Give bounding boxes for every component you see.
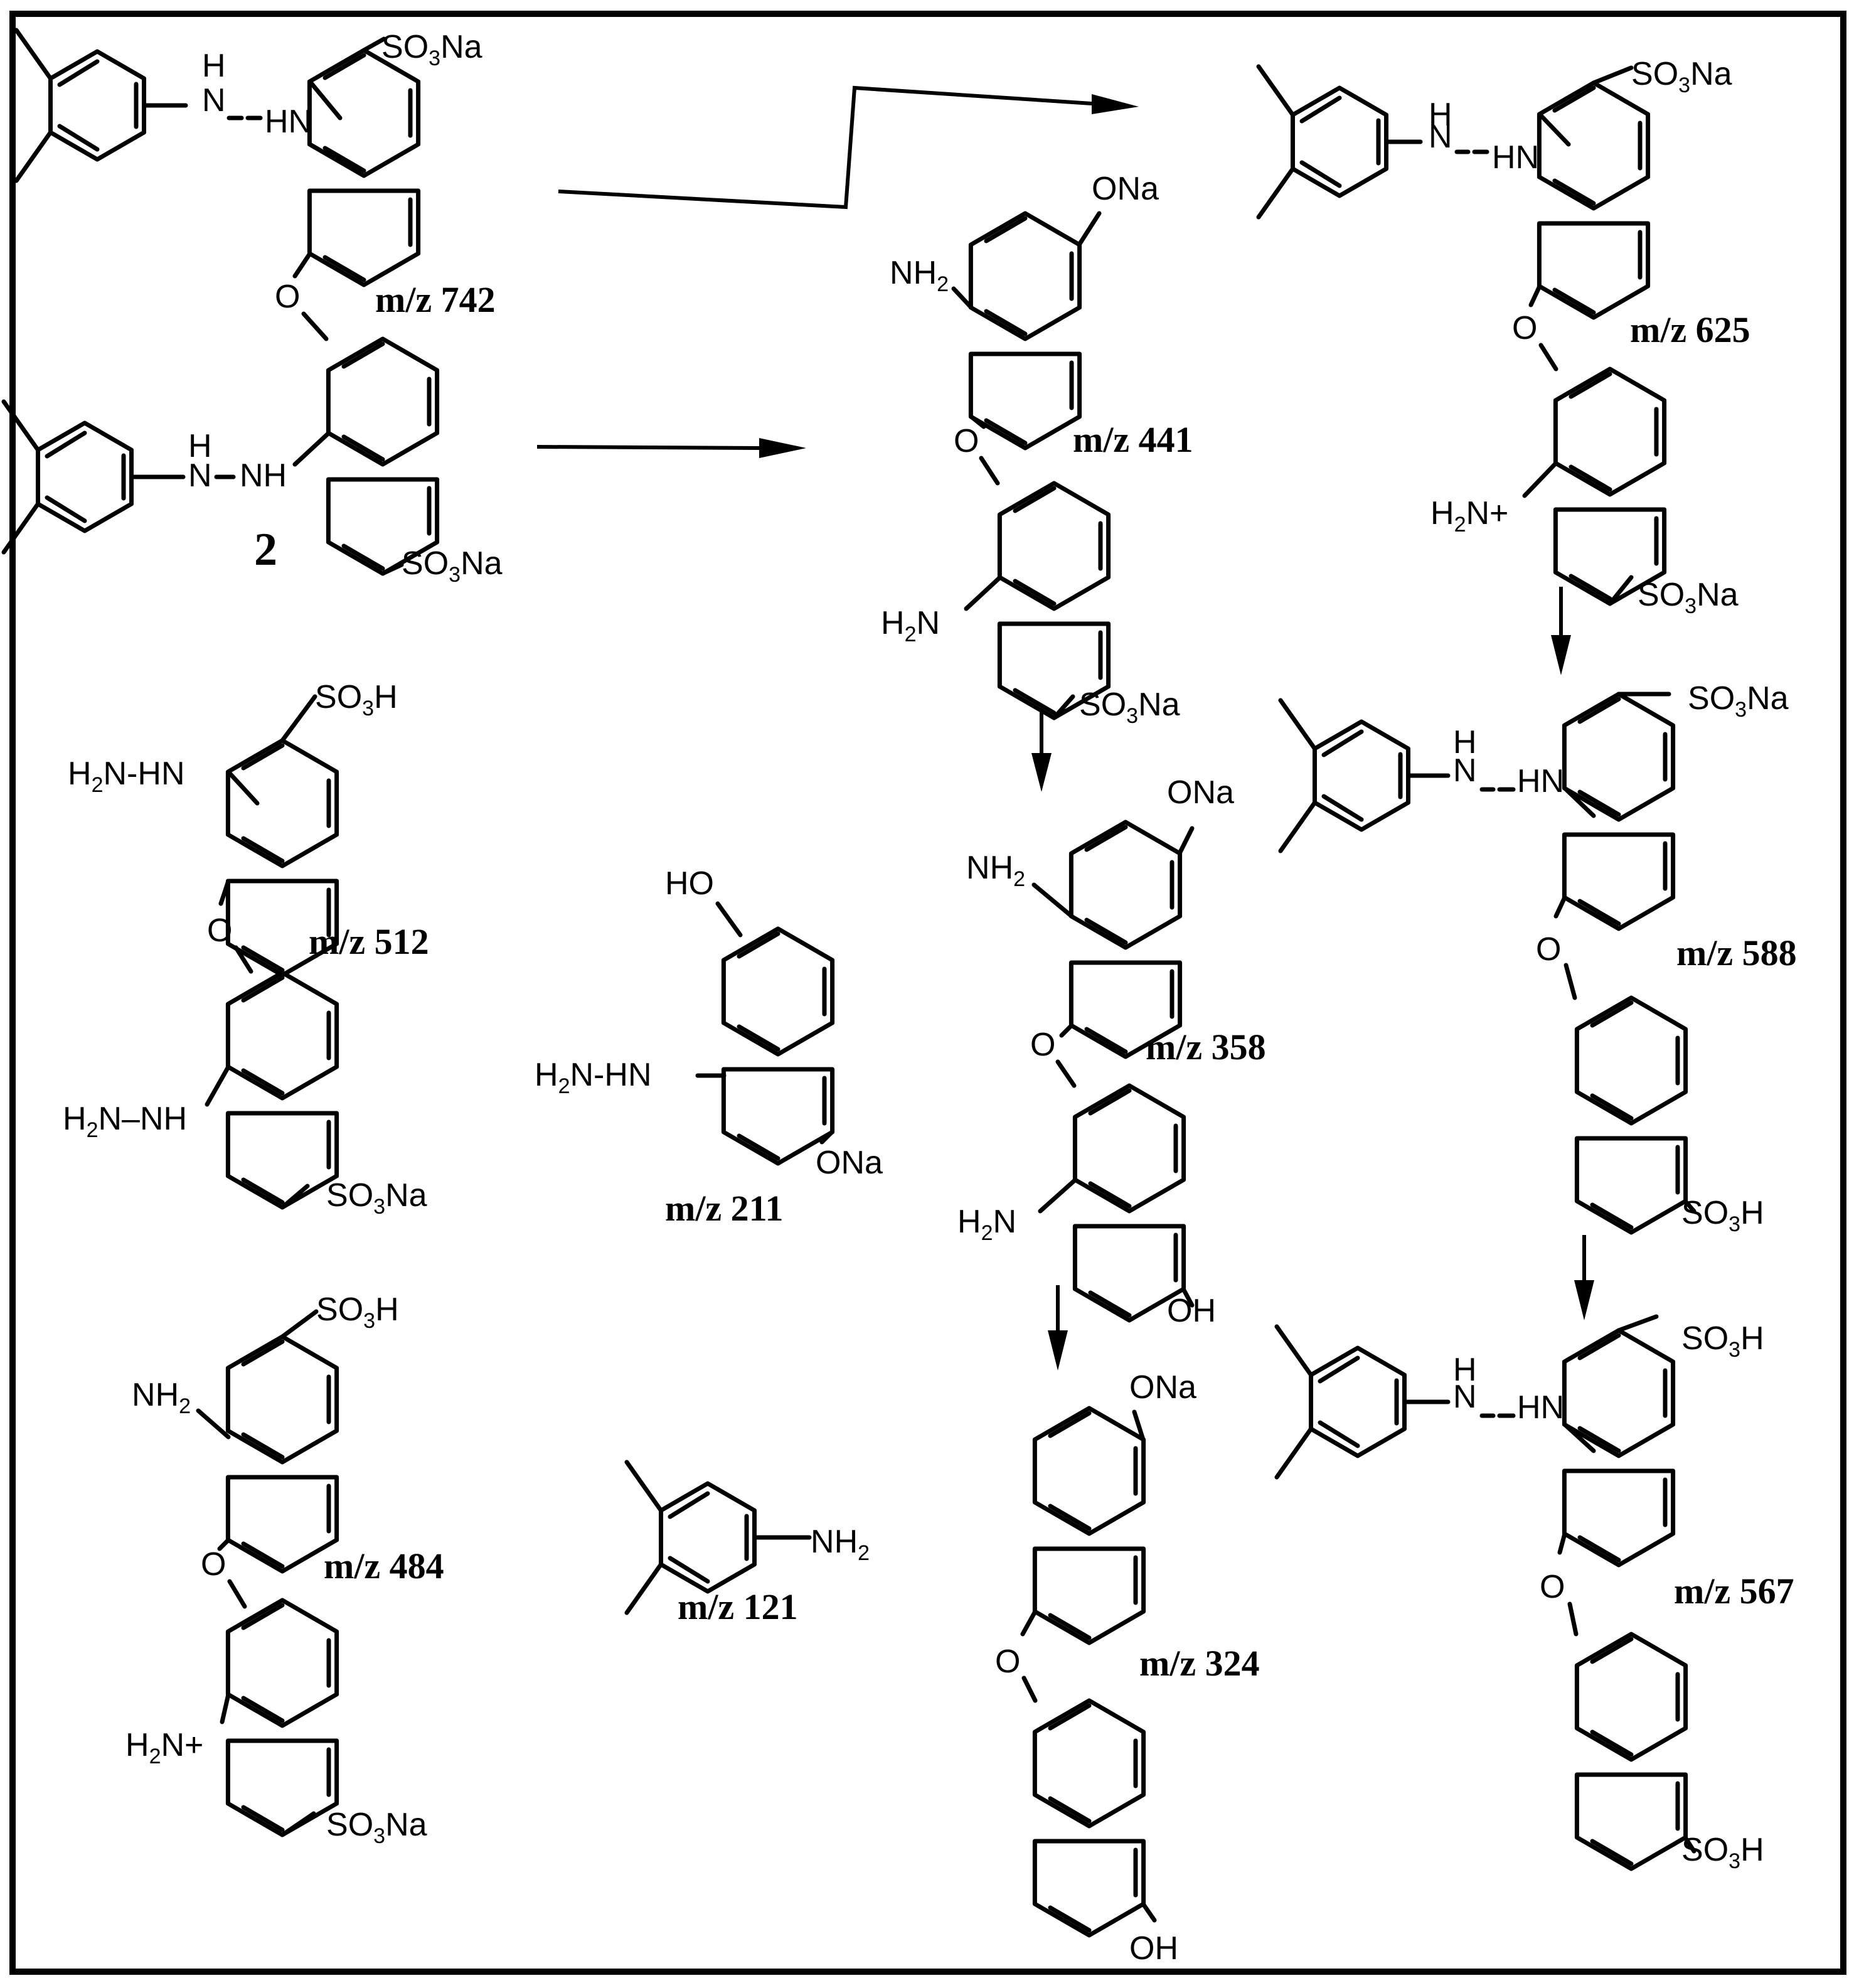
group-h2n-plus: H2N+ xyxy=(1430,495,1508,537)
group-so3na: SO3Na xyxy=(1631,56,1732,97)
ether-oxygen: O xyxy=(275,279,300,315)
group-nh2: NH2 xyxy=(132,1377,191,1418)
outer-frame xyxy=(9,11,1846,1975)
arrow-742-to-625 xyxy=(558,85,1139,210)
fragment-567: N H HN SO3H O SO3H m/z 567 xyxy=(1277,1314,1794,1873)
group-nh2: NH2 xyxy=(890,255,949,296)
group-so3h: SO3H xyxy=(1681,1195,1764,1236)
mz-625: m/z 625 xyxy=(1630,309,1750,350)
ether-oxygen: O xyxy=(995,1643,1020,1680)
group-so3na: SO3Na xyxy=(1688,680,1789,722)
group-so3na: SO3Na xyxy=(381,29,482,70)
mz-121: m/z 121 xyxy=(678,1586,798,1627)
group-so3h: SO3H xyxy=(316,1291,399,1333)
ether-oxygen: O xyxy=(207,912,232,949)
ether-oxygen: O xyxy=(1030,1027,1055,1063)
group-ona: ONa xyxy=(816,1145,883,1181)
group-h2n-plus: H2N+ xyxy=(125,1727,203,1768)
fragment-211: HO H2N-HN ONa m/z 211 xyxy=(535,865,883,1229)
arrow-588-to-567 xyxy=(1574,1235,1594,1320)
mz-484: m/z 484 xyxy=(324,1546,444,1586)
fragment-512: SO3H H2N-HN O H2N–NH SO3Na m/z 512 xyxy=(63,679,429,1219)
ether-oxygen: O xyxy=(954,423,979,459)
mz-742: m/z 742 xyxy=(375,279,496,320)
compound-2: N H HN SO3Na O NH H N SO3Na 2 m/z 742 xyxy=(4,29,503,587)
ether-oxygen: O xyxy=(1540,1569,1565,1605)
atom-h: H xyxy=(202,48,226,84)
group-h2n-hn: H2N-HN xyxy=(535,1057,652,1098)
group-h2n-hn: H2N-HN xyxy=(68,756,185,797)
group-h2n: H2N xyxy=(957,1204,1016,1245)
group-h2n-nh: H2N–NH xyxy=(63,1101,187,1142)
fragment-484: SO3H NH2 O H2N+ SO3Na m/z 484 xyxy=(125,1291,444,1848)
fragment-358: ONa NH2 O H2N OH m/z 358 xyxy=(957,774,1266,1329)
atom-h: H xyxy=(1453,1352,1477,1388)
mz-588: m/z 588 xyxy=(1676,933,1797,973)
atom-hn: HN xyxy=(1492,139,1539,176)
group-nh2: NH2 xyxy=(811,1524,870,1565)
atom-hn: HN xyxy=(265,104,312,140)
mz-441: m/z 441 xyxy=(1073,419,1193,460)
group-ona: ONa xyxy=(1092,171,1159,207)
group-so3h: SO3H xyxy=(1681,1832,1764,1873)
group-h2n: H2N xyxy=(881,605,940,646)
atom-h: H xyxy=(1453,724,1477,761)
group-ho: HO xyxy=(665,865,714,902)
group-so3na: SO3Na xyxy=(402,545,503,587)
fragment-121: NH2 m/z 121 xyxy=(627,1462,870,1627)
arrow-358-to-324 xyxy=(1048,1285,1068,1371)
group-so3h: SO3H xyxy=(315,679,398,720)
ether-oxygen: O xyxy=(201,1546,226,1583)
group-so3na: SO3Na xyxy=(326,1807,427,1848)
group-so3na: SO3Na xyxy=(326,1177,427,1219)
group-so3na: SO3Na xyxy=(1638,577,1739,618)
atom-n: N xyxy=(202,82,226,119)
mz-512: m/z 512 xyxy=(309,921,429,962)
group-oh: OH xyxy=(1167,1293,1216,1329)
atom-n: N xyxy=(1429,119,1452,155)
arrow-742-to-441 xyxy=(536,438,806,458)
atom-hn: HN xyxy=(1517,763,1564,799)
atom-nh: NH xyxy=(240,457,287,494)
arrow-441-to-358 xyxy=(1031,708,1052,792)
group-so3h: SO3H xyxy=(1681,1320,1764,1362)
atom-n: N xyxy=(1453,752,1477,789)
atom-hn: HN xyxy=(1517,1389,1564,1426)
atom-h: H xyxy=(188,428,212,464)
group-ona: ONa xyxy=(1167,774,1234,811)
atom-n: N xyxy=(1453,1379,1477,1415)
group-ona: ONa xyxy=(1129,1369,1196,1406)
fragment-324: ONa O OH m/z 324 xyxy=(995,1369,1260,1967)
group-nh2: NH2 xyxy=(966,850,1025,891)
mz-358: m/z 358 xyxy=(1146,1027,1266,1067)
ether-oxygen: O xyxy=(1536,931,1561,968)
ether-oxygen: O xyxy=(1512,310,1537,346)
group-so3na: SO3Na xyxy=(1079,687,1180,728)
atom-n: N xyxy=(188,457,212,494)
fragment-625: N H HN SO3Na O H2N+ SO3Na m/z 625 xyxy=(1259,56,1750,618)
atom-h: H xyxy=(1429,97,1452,133)
fragment-588: N H HN SO3Na O SO3H m/z 588 xyxy=(1281,680,1797,1236)
mz-324: m/z 324 xyxy=(1139,1643,1260,1684)
group-oh: OH xyxy=(1129,1930,1178,1967)
fragment-441: ONa NH2 O H2N SO3Na m/z 441 xyxy=(881,171,1193,728)
mz-567: m/z 567 xyxy=(1674,1571,1794,1611)
mz-211: m/z 211 xyxy=(665,1188,783,1229)
arrow-625-to-588 xyxy=(1551,587,1571,675)
compound-label: 2 xyxy=(254,524,277,575)
